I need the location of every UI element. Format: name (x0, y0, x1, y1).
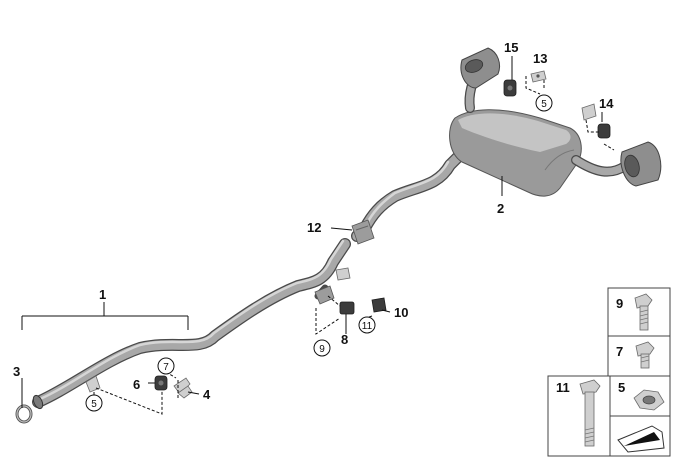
svg-text:7: 7 (163, 362, 169, 373)
center-hanger (314, 267, 387, 315)
dashed-reference-lines (93, 76, 615, 415)
hardware-legend: 9 7 11 5 (547, 287, 671, 457)
svg-text:5: 5 (541, 99, 547, 110)
svg-text:9: 9 (616, 296, 623, 311)
legend-bolt-9: 9 (616, 293, 653, 331)
callout-8: 8 (341, 332, 348, 347)
svg-text:11: 11 (556, 380, 570, 395)
rear-bracket (530, 70, 547, 83)
legend-bolt-11: 11 (556, 379, 601, 447)
callout-14: 14 (599, 96, 614, 111)
callout-4: 4 (203, 387, 211, 402)
callout-2: 2 (497, 201, 504, 216)
svg-text:11: 11 (362, 321, 373, 332)
svg-text:5: 5 (618, 380, 625, 395)
next-page-arrow-icon[interactable] (617, 425, 665, 453)
rear-rubber-hanger-right (581, 103, 611, 139)
circled-ref-11: 11 (358, 316, 376, 334)
circled-ref-9: 9 (313, 339, 331, 357)
circled-ref-5-upper: 5 (535, 94, 553, 112)
svg-text:5: 5 (91, 399, 97, 410)
pipe-clamp-ring (15, 404, 33, 424)
callout-15: 15 (504, 40, 518, 55)
rear-rubber-hanger-left (503, 79, 517, 97)
circled-references: 5 7 9 11 5 (85, 94, 553, 412)
callout-6: 6 (133, 377, 140, 392)
leader-lines (21, 56, 603, 408)
callout-10: 10 (394, 305, 408, 320)
legend-nut-5: 5 (618, 380, 665, 411)
svg-text:9: 9 (319, 344, 325, 355)
callout-1: 1 (99, 287, 106, 302)
callout-labels: 1 2 3 4 6 8 10 12 13 14 15 (13, 40, 614, 402)
exhaust-pipe-assembly (32, 149, 466, 410)
circled-ref-7: 7 (157, 357, 175, 375)
legend-bolt-7: 7 (616, 341, 655, 369)
svg-text:7: 7 (616, 344, 623, 359)
circled-ref-5-lower: 5 (85, 394, 103, 412)
rear-muffler (449, 47, 662, 197)
callout-13: 13 (533, 51, 547, 66)
callout-3: 3 (13, 364, 20, 379)
callout-12: 12 (307, 220, 321, 235)
pipe-clamp-sleeve (351, 219, 375, 245)
exhaust-hanger (177, 385, 193, 399)
rubber-mount (154, 375, 168, 391)
